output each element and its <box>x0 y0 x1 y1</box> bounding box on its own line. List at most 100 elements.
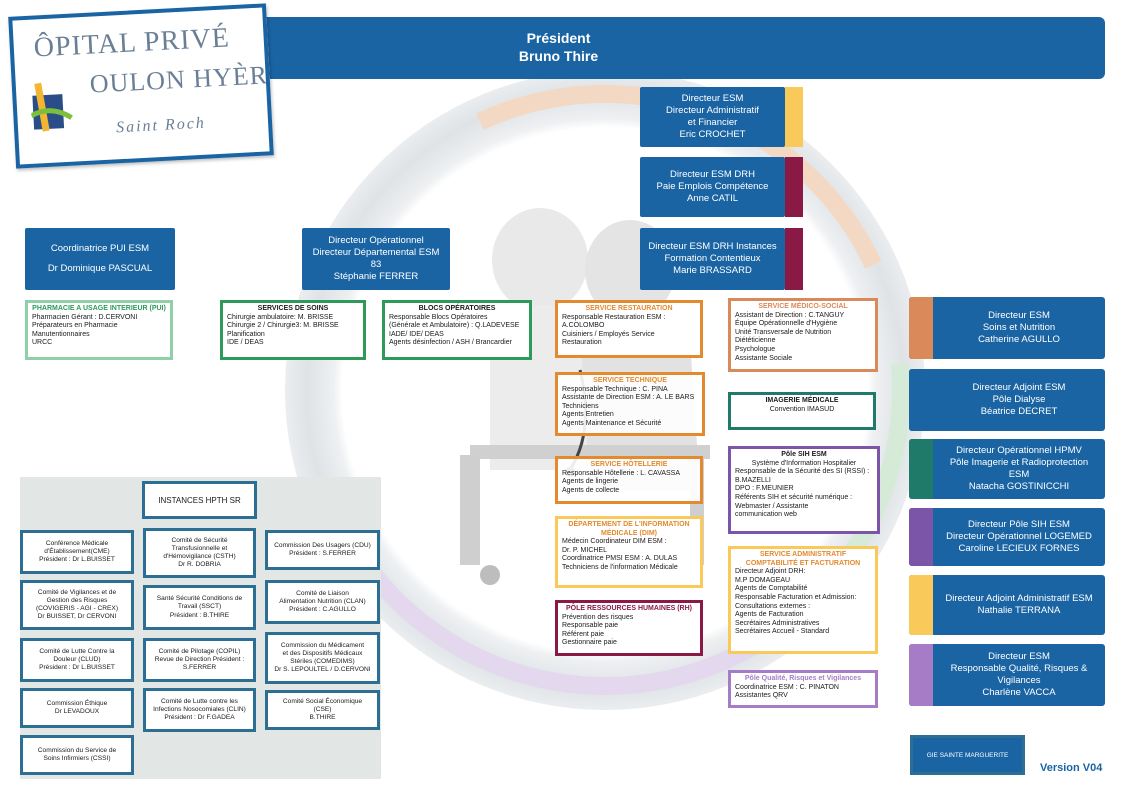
box-line: Dr Dominique PASCUAL <box>47 263 153 274</box>
service-line: Techniciens <box>562 402 599 410</box>
service-line: Responsable de la Sécurité des SI (RSSI)… <box>735 468 870 476</box>
instance-line: Commission Éthique <box>46 699 108 707</box>
service-line: Restauration <box>562 339 602 347</box>
service-line: Chirurgie 2 / Chirurgie3: M. BRISSE <box>227 322 339 330</box>
box-line: Soins et Nutrition <box>982 322 1056 333</box>
instance-line: Président : Dr F.GADEA <box>164 714 235 722</box>
box-line: Directeur Départemental ESM <box>312 247 440 258</box>
instance-line: Comité Social Économique <box>282 697 363 705</box>
logo-mark-icon <box>30 82 73 132</box>
service-line: Préparateurs en Pharmacie <box>32 322 118 330</box>
instance-item: Comité de Lutte Contre la Douleur (CLUD)… <box>20 638 134 682</box>
service-line: Équipe Opérationnelle d'Hygiène <box>735 320 838 328</box>
box-line: Directeur ESM DRH Instances <box>648 241 777 252</box>
service-line: Agents Entretien <box>562 411 614 419</box>
service-hotellerie: SERVICE HÔTELLERIE Responsable Hôtelleri… <box>555 456 703 504</box>
instance-line: Santé Sécurité Conditions de <box>156 595 243 603</box>
box-line <box>25 255 175 263</box>
instance-line: Commission du Médicament <box>280 641 365 649</box>
service-dim: DÉPARTEMENT DE L'INFORMATION MÉDICALE (D… <box>555 516 703 588</box>
accent-strip <box>909 575 933 635</box>
box-line: Directeur ESM DRH <box>670 169 755 180</box>
instance-line: Dr S. LEPOULTEL / D.CERVONI <box>274 666 371 674</box>
accent-tab <box>785 157 803 217</box>
instances-title: INSTANCES HPTH SR <box>142 481 257 519</box>
box-line: et Financier <box>687 117 738 128</box>
instance-item: Conférence Médicale d'Établissement(CME)… <box>20 530 134 574</box>
service-title: Pôle Qualité, Risques et Vigilances <box>744 675 862 682</box>
instance-item: Comité de Vigilances et de Gestion des R… <box>20 580 134 630</box>
instance-item: Comité de Pilotage (COPIL) Revue de Dire… <box>143 638 256 682</box>
service-qualite: Pôle Qualité, Risques et Vigilances Coor… <box>728 670 878 708</box>
accent-strip <box>909 439 933 499</box>
service-line: Psychologue <box>735 345 776 353</box>
service-line: Planification <box>227 330 265 338</box>
box-line: Directeur Adjoint Administratif ESM <box>945 593 1093 604</box>
box-line: Directeur ESM <box>681 93 744 104</box>
instance-line: Président : S.FERRER <box>289 550 356 557</box>
service-line: Consultations externes : <box>735 602 811 610</box>
box-directeur-esm-daf: Directeur ESM Directeur Administratif et… <box>640 87 803 147</box>
service-line: M.P DOMAGEAU <box>735 576 791 584</box>
box-directeur-qualite-risques: Directeur ESM Responsable Qualité, Risqu… <box>909 644 1105 706</box>
service-line: Responsable Blocs Opératoires <box>389 313 488 321</box>
box-line: Directeur Administratif <box>666 105 759 116</box>
box-line: Nathalie TERRANA <box>977 605 1061 616</box>
instance-line: Infections Nosocomiales (CLIN) <box>153 705 246 713</box>
service-line: Prévention des risques <box>562 613 634 621</box>
box-line: Directeur ESM <box>988 651 1050 662</box>
service-title: SERVICES DE SOINS <box>257 305 329 312</box>
box-line: Directeur Pôle SIH ESM <box>968 519 1070 530</box>
accent-tab <box>785 87 803 147</box>
accent-strip <box>909 644 933 706</box>
service-line: Assistante Sociale <box>735 354 793 362</box>
service-line: A.COLOMBO <box>562 322 605 330</box>
instance-line: Président : B.THIRE <box>169 611 230 619</box>
president-title: Président <box>526 30 591 46</box>
instance-item: Commission Des Usagers (CDU) Président :… <box>265 530 380 570</box>
service-line: Unité Transversale de Nutrition <box>735 328 832 336</box>
service-soins: SERVICES DE SOINS Chirurgie ambulatoire:… <box>220 300 366 360</box>
instance-line: Soins Infirmiers (CSSI) <box>43 755 111 762</box>
service-line: (Générale et Ambulatoire) : Q.LADEVESE <box>389 322 520 330</box>
box-line: Eric CROCHET <box>679 129 746 140</box>
box-directeur-operationnel: Directeur Opérationnel Directeur Départe… <box>302 228 450 290</box>
box-directeur-esm-drh: Directeur ESM DRH Paie Emplois Compétenc… <box>640 157 803 217</box>
service-line: Responsable paie <box>562 622 619 630</box>
instance-line: d'Établissement(CME) <box>44 547 110 555</box>
instance-line: Comité de Sécurité <box>171 536 228 544</box>
service-line: Responsable Restauration ESM : <box>562 313 666 321</box>
instance-line: Comité de Lutte contre les <box>161 697 238 705</box>
box-line: Directeur ESM <box>988 310 1050 321</box>
box-line: Directeur Opérationnel <box>328 235 424 246</box>
box-line: Anne CATIL <box>686 193 739 204</box>
instance-line: Dr R. DOBRIA <box>178 561 221 569</box>
service-line: Référents SIH et sécurité numérique : <box>735 493 853 501</box>
instance-line: Revue de Direction Président : <box>154 655 245 663</box>
instance-line: Dr LEVADOUX <box>54 708 100 715</box>
instance-line: (COVIGERIS - AGI - CREX) <box>35 605 119 612</box>
service-line: Dr. P. MICHEL <box>562 546 607 554</box>
instance-line: et des Dispositifs Médicaux <box>282 649 363 657</box>
service-line: Secrétaires Accueil - Standard <box>735 628 830 636</box>
president-name: Bruno Thire <box>518 48 599 64</box>
instance-line: Conférence Médicale <box>45 539 109 547</box>
instance-line: S.FERRER <box>182 664 217 672</box>
instance-line: Dr BUISSET, Dr CERVONI <box>37 613 117 621</box>
instance-line: B.THIRE <box>309 714 336 722</box>
service-title: SERVICE RESTAURATION <box>585 305 673 312</box>
service-title: Pôle SIH ESM <box>781 451 827 458</box>
service-title: DÉPARTEMENT DE L'INFORMATION MÉDICALE (D… <box>568 521 690 537</box>
service-title: SERVICE HÔTELLERIE <box>590 461 668 468</box>
service-line: DPO : F.MEUNIER <box>735 485 794 493</box>
instance-item: Comité de Sécurité Transfusionnelle et d… <box>143 528 256 578</box>
logo-line-3: Saint Roch <box>115 114 207 137</box>
box-line: 83 <box>370 259 382 270</box>
service-line: Système d'Information Hospitalier <box>751 459 857 467</box>
instance-line: Président : Dr L.BUISSET <box>39 556 115 564</box>
accent-tab <box>785 228 803 290</box>
service-sih: Pôle SIH ESM Système d'Information Hospi… <box>728 446 880 534</box>
service-line: communication web <box>735 511 797 519</box>
instance-item: Commission du Médicament et des Disposit… <box>265 632 380 684</box>
logo-line-2: OULON HYÈRES <box>89 58 274 99</box>
